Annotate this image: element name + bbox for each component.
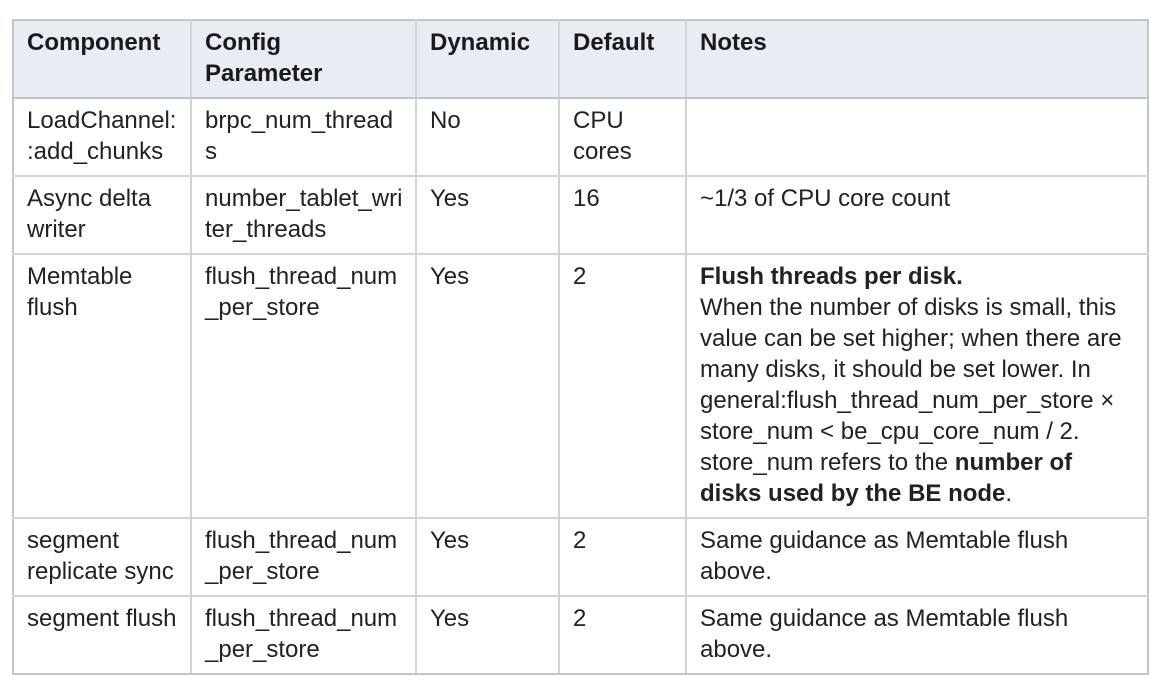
column-header-component: Component	[12, 19, 192, 99]
cell-dynamic: Yes	[415, 517, 560, 597]
notes-bold-text: number of disks used by the BE node	[700, 449, 1073, 507]
cell-notes: Flush threads per disk.When the number o…	[685, 253, 1149, 519]
column-header-notes: Notes	[685, 19, 1149, 99]
cell-component: Memtable flush	[12, 253, 192, 519]
cell-dynamic: Yes	[415, 595, 560, 675]
cell-default: 2	[558, 595, 687, 675]
column-header-dynamic: Dynamic	[415, 19, 560, 99]
cell-notes: ~1/3 of CPU core count	[685, 175, 1149, 255]
cell-notes	[685, 97, 1149, 177]
cell-config-parameter: flush_thread_num_per_store	[190, 517, 417, 597]
cell-dynamic: Yes	[415, 253, 560, 519]
cell-default: CPU cores	[558, 97, 687, 177]
column-header-default: Default	[558, 19, 687, 99]
cell-config-parameter: number_tablet_writer_threads	[190, 175, 417, 255]
cell-component: segment replicate sync	[12, 517, 192, 597]
config-parameters-table: Component Config Parameter Dynamic Defau…	[12, 19, 1149, 675]
notes-bold-text: Flush threads per disk.	[700, 263, 963, 290]
cell-component: segment flush	[12, 595, 192, 675]
cell-notes: Same guidance as Memtable flush above.	[685, 517, 1149, 597]
cell-default: 2	[558, 517, 687, 597]
cell-config-parameter: flush_thread_num_per_store	[190, 253, 417, 519]
cell-component: LoadChannel::add_chunks	[12, 97, 192, 177]
cell-default: 16	[558, 175, 687, 255]
cell-config-parameter: flush_thread_num_per_store	[190, 595, 417, 675]
cell-dynamic: Yes	[415, 175, 560, 255]
cell-notes: Same guidance as Memtable flush above.	[685, 595, 1149, 675]
column-header-config-parameter: Config Parameter	[190, 19, 417, 99]
cell-component: Async delta writer	[12, 175, 192, 255]
cell-dynamic: No	[415, 97, 560, 177]
table-header-row: Component Config Parameter Dynamic Defau…	[12, 19, 1149, 99]
cell-default: 2	[558, 253, 687, 519]
cell-config-parameter: brpc_num_threads	[190, 97, 417, 177]
